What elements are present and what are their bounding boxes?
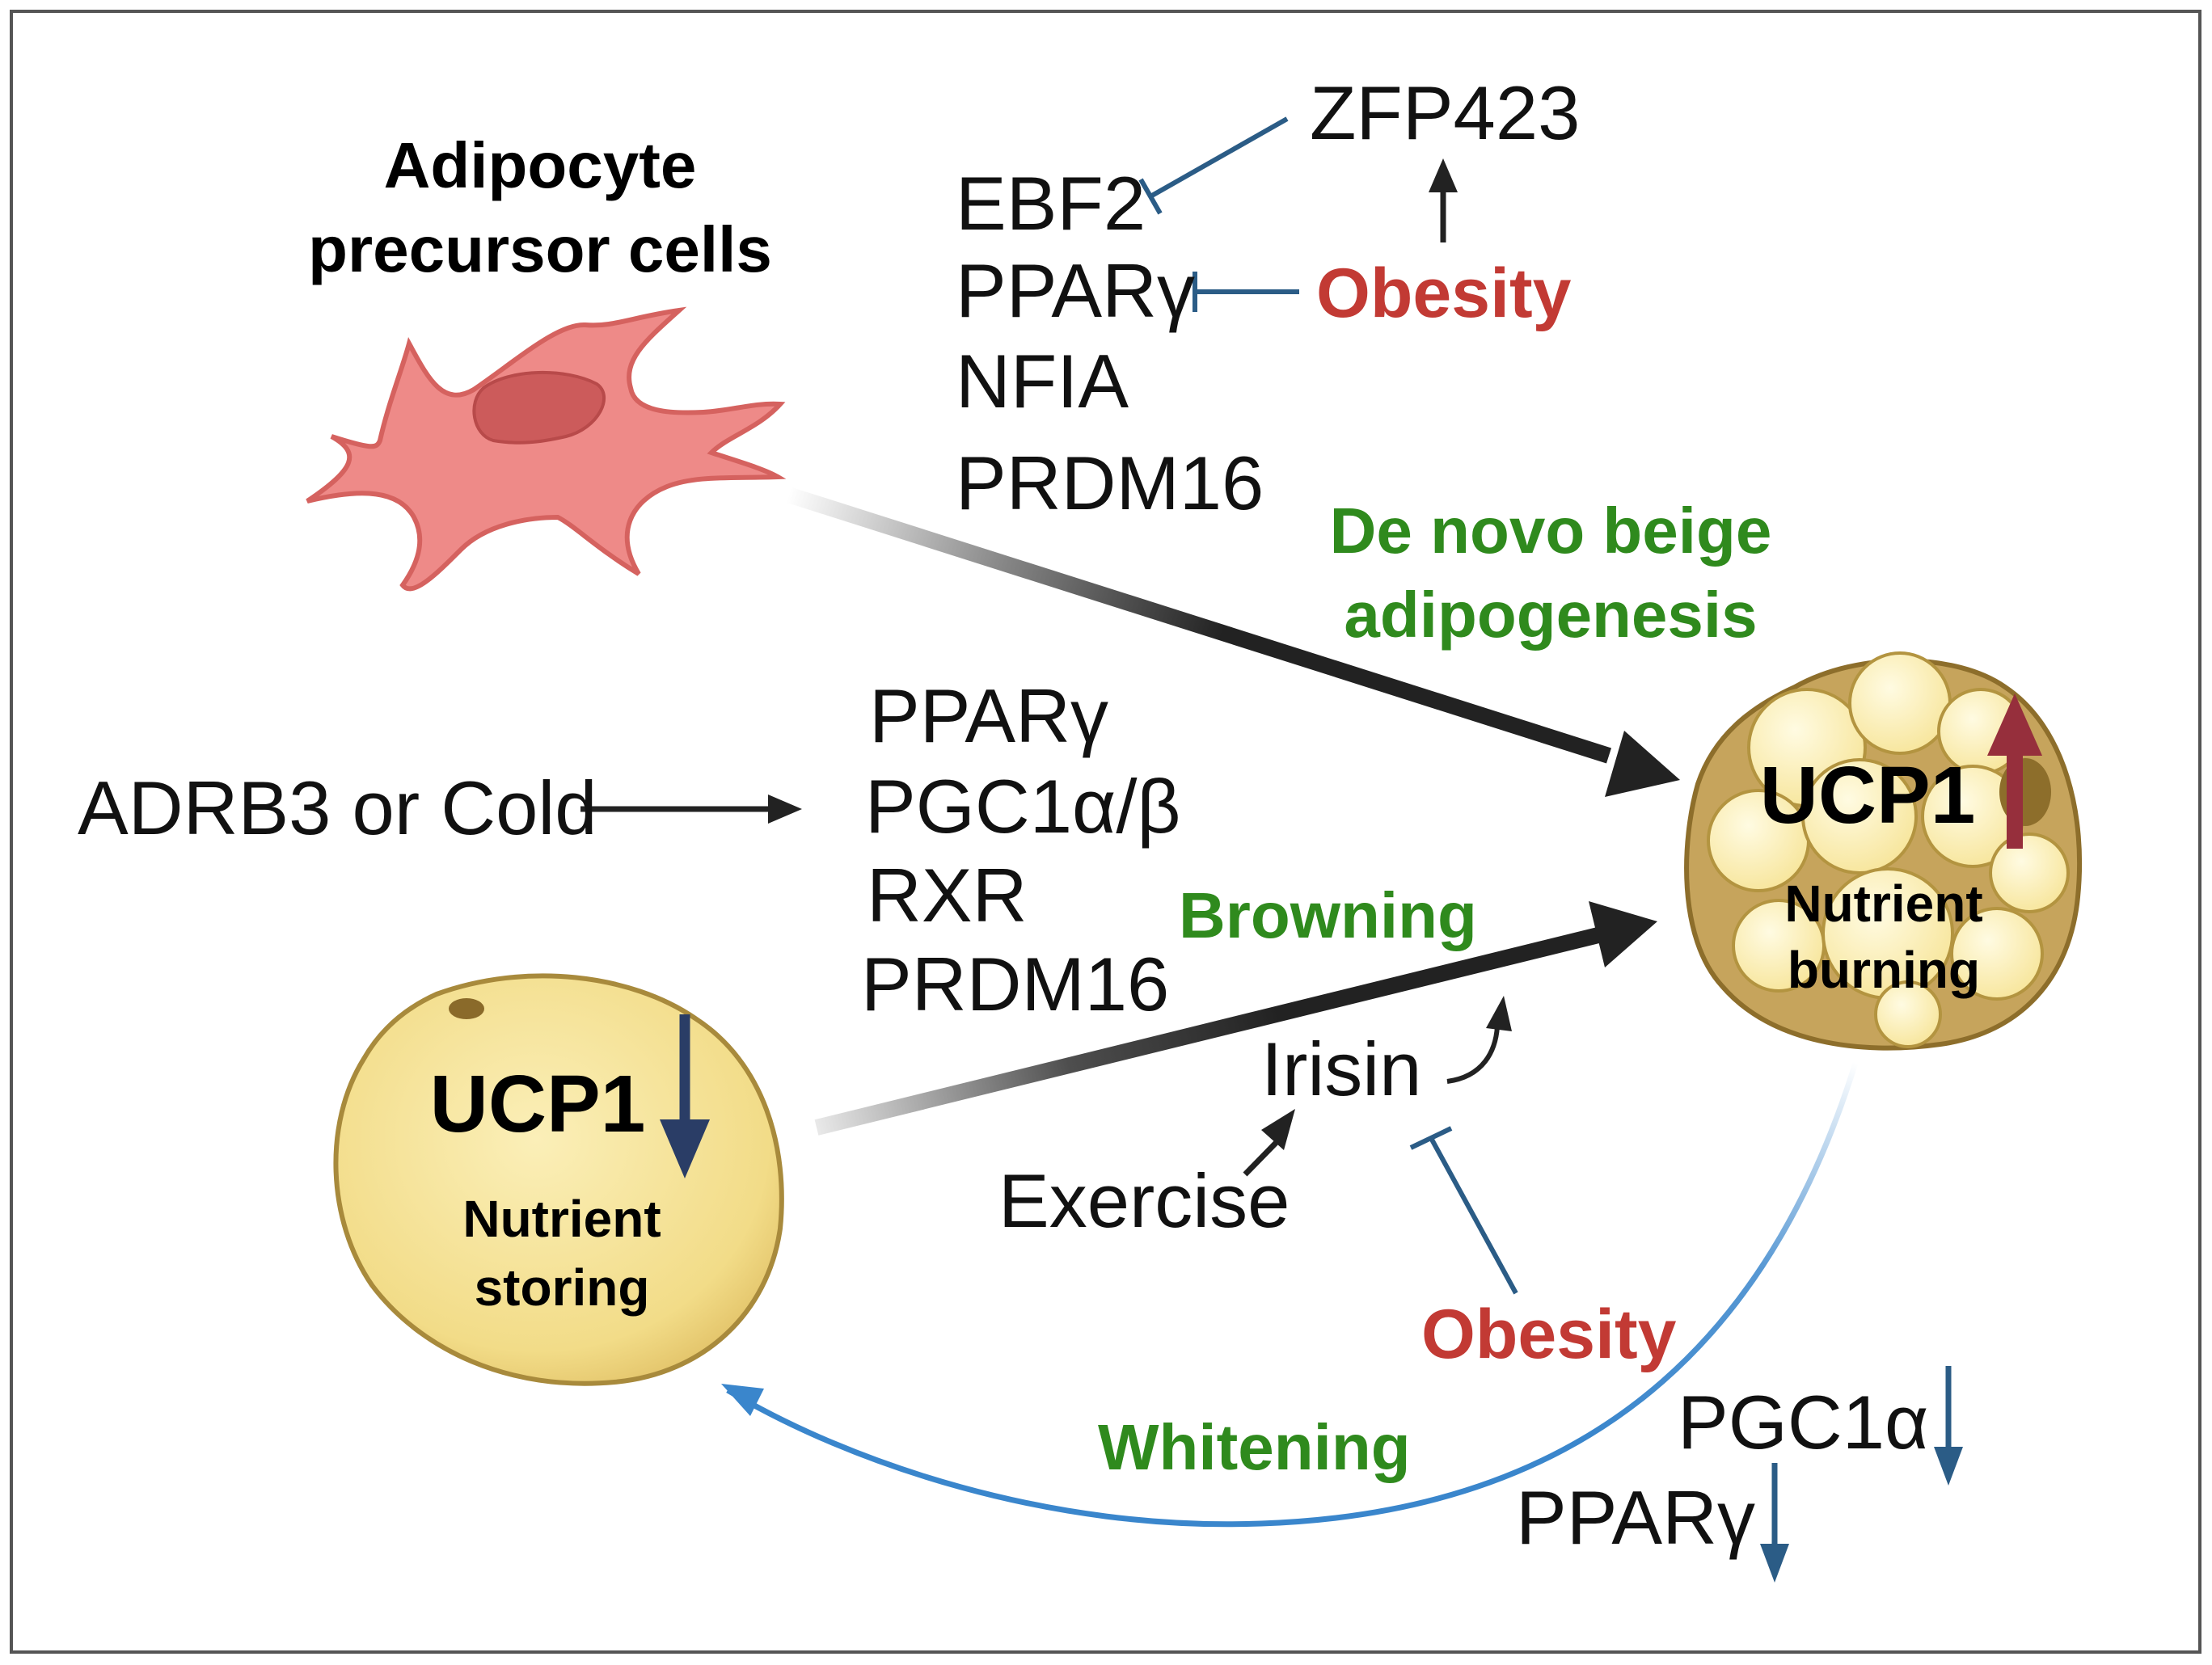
de-novo-arrowhead (1605, 731, 1680, 797)
browning-label: Browning (1179, 879, 1477, 951)
zfp-ebf2-inhibit (1149, 116, 1289, 199)
stimulus-label: ADRB3 or Cold (78, 765, 597, 850)
lipid-droplets (1707, 651, 2070, 1048)
precursor-cell-icon (306, 306, 787, 592)
beige-cell-marker: UCP1 (1760, 750, 1976, 841)
irisin-browning-arrow (1446, 1026, 1500, 1084)
obesity-zfp-arrowhead (1429, 158, 1458, 192)
browning-arrow (814, 925, 1607, 1136)
top-factor-pparg: PPARγ (956, 248, 1195, 333)
adrb3-arrowhead (768, 795, 802, 824)
top-factor-ebf2: EBF2 (956, 161, 1146, 246)
obesity-irisin-inhibit (1429, 1136, 1518, 1295)
precursor-title-line2: precursor cells (308, 213, 772, 285)
beige-cell-line2: burning (1788, 941, 1980, 999)
beige-adipocyte-icon (1684, 651, 2083, 1051)
de-novo-label-line2: adipogenesis (1344, 579, 1757, 651)
whitening-arrowhead (721, 1384, 764, 1416)
mid-factor-pparg: PPARγ (869, 673, 1108, 758)
mid-factor-rxr: RXR (867, 853, 1027, 938)
white-cell-line1: Nutrient (462, 1190, 661, 1248)
white-cell-marker: UCP1 (430, 1059, 646, 1149)
exercise-label: Exercise (998, 1158, 1290, 1243)
precursor-title-line1: Adipocyte (384, 129, 697, 201)
irisin-label: Irisin (1261, 1026, 1421, 1111)
nucleus-shape (472, 370, 606, 445)
obesity-top-label: Obesity (1316, 255, 1572, 332)
zfp423-label: ZFP423 (1310, 70, 1580, 155)
exercise-irisin-arrowhead (1261, 1109, 1295, 1150)
beige-cell-line1: Nutrient (1784, 875, 1982, 933)
irisin-browning-arrowhead (1486, 996, 1512, 1031)
mid-factor-prdm16: PRDM16 (861, 942, 1169, 1026)
browning-arrowhead (1589, 901, 1657, 967)
de-novo-arrow (785, 487, 1612, 764)
de-novo-label-line1: De novo beige (1330, 495, 1772, 567)
whitening-arrow (726, 1061, 1859, 1528)
ucp1-up-arrowhead (1987, 693, 2042, 756)
exercise-irisin-arrow (1243, 1137, 1281, 1177)
ucp1-down-arrowhead (660, 1119, 710, 1178)
mid-factor-pgc1ab: PGC1α/β (865, 764, 1181, 849)
down-factor-pgc1a: PGC1α (1678, 1380, 1928, 1465)
white-cell-line2: storing (475, 1258, 650, 1317)
down-factor-pparg: PPARγ (1516, 1475, 1755, 1560)
top-factor-prdm16: PRDM16 (956, 440, 1264, 525)
top-factor-nfia: NFIA (956, 339, 1129, 424)
obesity-bottom-label: Obesity (1421, 1296, 1677, 1373)
whitening-label: Whitening (1098, 1411, 1411, 1483)
